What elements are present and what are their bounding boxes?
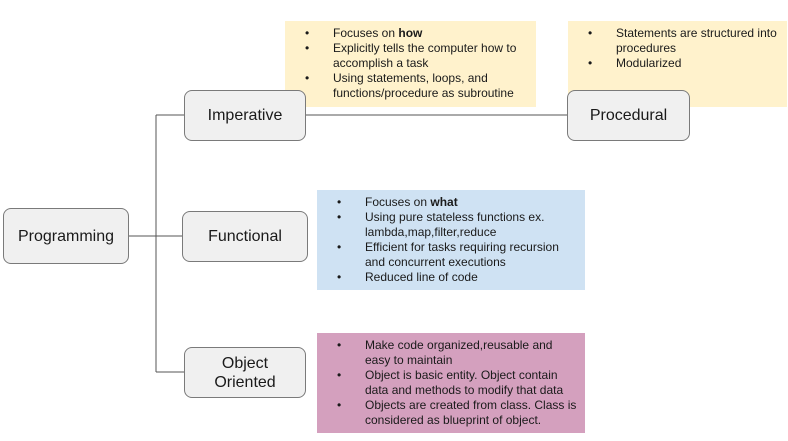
- node-imperative-label: Imperative: [207, 107, 283, 124]
- functional-note-item: Efficient for tasks requiring recursion …: [337, 240, 577, 270]
- node-object-oriented: Object Oriented: [184, 347, 306, 398]
- imperative-note-item: Explicitly tells the computer how to acc…: [305, 41, 528, 71]
- imperative-note: Focuses on how Explicitly tells the comp…: [285, 21, 536, 107]
- object-oriented-note-item: Object is basic entity. Object contain d…: [337, 368, 577, 398]
- functional-note-item: Using pure stateless functions ex. lambd…: [337, 210, 577, 240]
- node-functional-label: Functional: [208, 228, 282, 245]
- node-programming: Programming: [3, 208, 129, 264]
- node-functional: Functional: [182, 211, 308, 262]
- imperative-note-item: Focuses on how: [305, 26, 528, 41]
- node-object-oriented-label-line1: Object: [221, 354, 269, 372]
- functional-note: Focuses on what Using pure stateless fun…: [317, 190, 585, 290]
- object-oriented-note: Make code organized,reusable and easy to…: [317, 333, 585, 433]
- node-procedural-label: Procedural: [589, 107, 668, 124]
- node-imperative: Imperative: [184, 90, 306, 141]
- imperative-note-item: Using statements, loops, and functions/p…: [305, 71, 528, 101]
- node-programming-label: Programming: [17, 227, 115, 245]
- node-object-oriented-label-line2: Oriented: [214, 373, 276, 391]
- functional-note-item: Reduced line of code: [337, 270, 577, 285]
- node-procedural: Procedural: [567, 90, 690, 141]
- functional-note-item: Focuses on what: [337, 195, 577, 210]
- object-oriented-note-item: Objects are created from class. Class is…: [337, 398, 577, 428]
- procedural-note-item: Modularized: [588, 56, 779, 71]
- object-oriented-note-item: Make code organized,reusable and easy to…: [337, 338, 577, 368]
- procedural-note: Statements are structured into procedure…: [568, 21, 787, 107]
- procedural-note-item: Statements are structured into procedure…: [588, 26, 779, 56]
